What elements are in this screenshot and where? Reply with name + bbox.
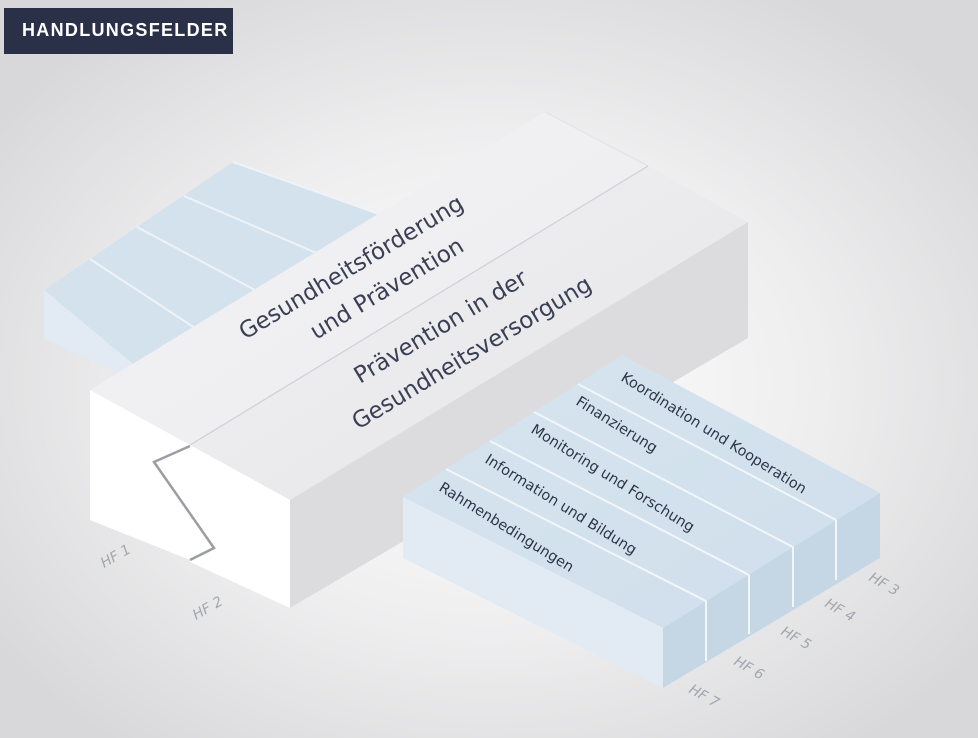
back-blue-top xyxy=(44,162,390,370)
strips-front-face xyxy=(403,497,663,688)
back-blue-front xyxy=(44,290,140,384)
hf1-block xyxy=(90,111,649,560)
front-zigzag xyxy=(152,444,216,562)
strips-side-face xyxy=(663,493,880,688)
page-title: HANDLUNGSFELDER xyxy=(22,20,229,40)
back-blue-block xyxy=(44,161,391,384)
hf1-top-face xyxy=(90,112,648,445)
header-badge: HANDLUNGSFELDER xyxy=(4,8,233,54)
strips-top-face xyxy=(403,355,880,628)
back-blue-dividers xyxy=(89,161,391,335)
hf1-front-face xyxy=(90,390,190,560)
strips-block xyxy=(403,355,880,688)
hf2-front-face xyxy=(190,445,290,608)
hf2-top-face xyxy=(190,166,748,500)
